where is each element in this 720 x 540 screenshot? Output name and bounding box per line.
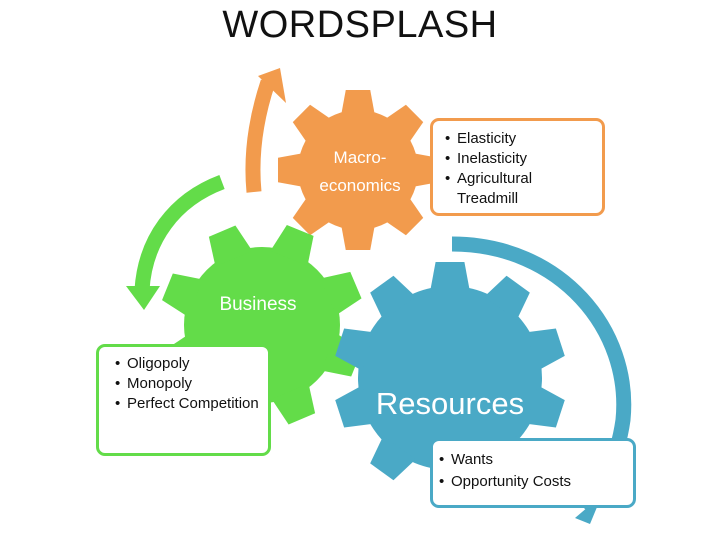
gear-tooth [271, 383, 316, 425]
callout-resources: Wants Opportunity Costs [430, 438, 636, 508]
gear-body [298, 110, 418, 230]
gear-tooth [525, 328, 565, 371]
gear-tooth [335, 328, 375, 371]
curved-arrow-icon [245, 79, 276, 193]
gear-body [358, 286, 542, 470]
gear-tooth [270, 225, 314, 266]
gear-icon [278, 90, 438, 250]
gear-tooth [320, 271, 362, 316]
callout-item: Oligopoly [115, 354, 262, 374]
callout-macroeconomics: Elasticity Inelasticity Agricultural Tre… [430, 118, 605, 216]
gear-tooth [484, 275, 530, 321]
gear-tooth [341, 90, 375, 116]
callout-business: Oligopoly Monopoly Perfect Competition [96, 344, 271, 456]
gear-label-resources: Resources [375, 386, 525, 421]
callout-item: Agricultural Treadmill [445, 169, 594, 209]
curved-arrow-icon [134, 174, 225, 291]
gear-tooth [370, 435, 416, 481]
callout-item: Opportunity Costs [439, 471, 625, 493]
page-title: WORDSPLASH [222, 4, 498, 46]
callout-item: Inelasticity [445, 149, 594, 169]
gear-tooth [292, 196, 332, 236]
gear-tooth [384, 196, 424, 236]
gear-label-macroeconomics: Macro- economics [300, 144, 420, 200]
gear-tooth [525, 385, 565, 428]
arrowhead-icon [258, 68, 286, 103]
gear-tooth [430, 262, 470, 292]
gear-tooth [162, 273, 203, 317]
gear-tooth [384, 104, 424, 144]
gear-label-line: economics [319, 176, 401, 195]
gear-tooth [292, 104, 332, 144]
gear-tooth [370, 275, 416, 321]
arrowhead-icon [126, 286, 160, 310]
gear-tooth [208, 225, 253, 267]
callout-item: Perfect Competition [115, 394, 262, 414]
gear-label-business: Business [219, 294, 297, 315]
gear-tooth [278, 153, 304, 187]
gear-label-line: Macro- [333, 148, 387, 167]
callout-item: Wants [439, 449, 625, 471]
callout-item: Elasticity [445, 129, 594, 149]
gear-tooth [341, 224, 375, 250]
gear-tooth [335, 385, 375, 428]
callout-item: Monopoly [115, 374, 262, 394]
